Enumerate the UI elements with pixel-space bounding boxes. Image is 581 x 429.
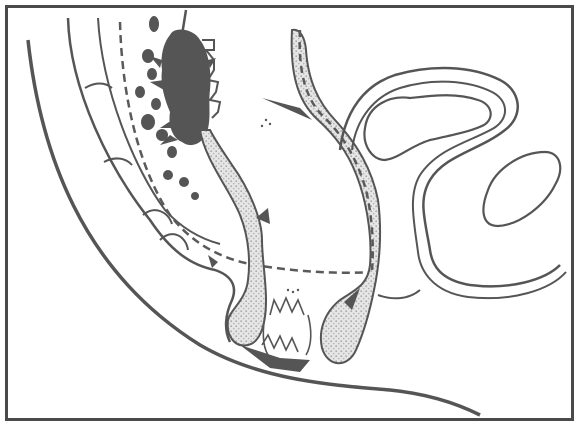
- bladder-inner-outline: [352, 82, 566, 299]
- figure-frame: [7, 7, 573, 420]
- rectal-fold-2: [104, 158, 132, 165]
- dashed-line-right-channel: [300, 30, 373, 270]
- small-oval-organ: [483, 152, 560, 226]
- left-stippled-channel: [200, 130, 266, 345]
- right-organ-lower-curve: [378, 290, 420, 298]
- junction-fringes: [262, 298, 311, 355]
